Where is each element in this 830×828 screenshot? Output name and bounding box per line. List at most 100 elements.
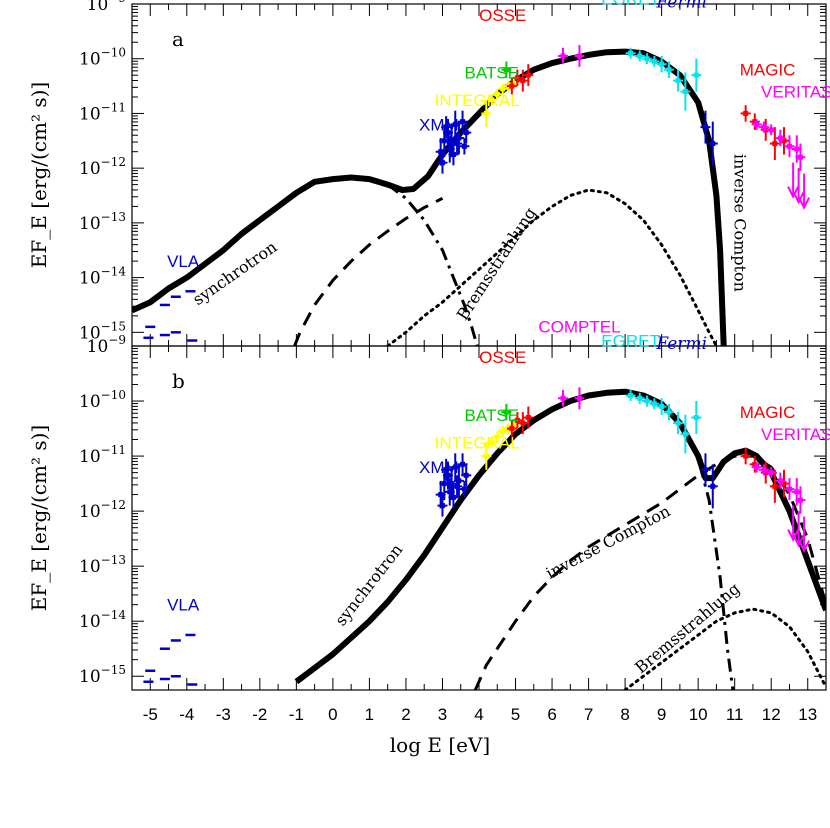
- component-label: inverse Compton: [731, 154, 750, 292]
- x-tick-label: 6: [547, 705, 556, 724]
- instrument-label-comptel: COMPTEL: [538, 318, 620, 337]
- y-tick-label: 10−11: [79, 100, 126, 124]
- instrument-label-vla: VLA: [167, 252, 200, 271]
- upper-limit-arrow: [792, 534, 805, 548]
- instrument-label-batse: BATSE: [465, 406, 519, 425]
- data-point: [509, 426, 515, 432]
- data-point: [452, 464, 458, 470]
- data-point: [483, 110, 489, 116]
- data-point: [525, 72, 531, 78]
- data-point: [777, 135, 783, 141]
- y-tick-label: 10−15: [79, 663, 126, 687]
- data-point: [560, 395, 566, 401]
- x-tick-label: -3: [216, 705, 231, 724]
- x-tick-label: 4: [474, 705, 483, 724]
- data-point: [511, 80, 517, 86]
- data-point: [710, 141, 716, 147]
- data-point: [503, 67, 509, 73]
- x-tick-label: 3: [438, 705, 447, 724]
- data-point: [666, 409, 672, 415]
- component-label: synchrotron: [189, 237, 280, 309]
- data-point: [628, 393, 634, 399]
- data-point: [509, 83, 515, 89]
- data-point: [463, 472, 469, 478]
- data-point: [576, 395, 582, 401]
- x-tick-label: 7: [584, 705, 593, 724]
- model-curve-dotted: [386, 188, 718, 346]
- data-point: [710, 483, 716, 489]
- instrument-label-fermi: Fermi: [655, 334, 707, 354]
- x-tick-label: 10: [689, 705, 708, 724]
- y-tick-label: 10−14: [79, 608, 126, 632]
- instrument-label-fermi: Fermi: [655, 0, 707, 12]
- data-point: [460, 119, 466, 125]
- data-point: [520, 420, 526, 426]
- data-point: [781, 138, 787, 144]
- x-tick-label: 9: [657, 705, 666, 724]
- data-point: [651, 401, 657, 407]
- instrument-label-egret: EGRET: [601, 331, 660, 350]
- data-point: [514, 75, 520, 81]
- y-tick-label: 10−9: [87, 0, 126, 15]
- data-point: [675, 78, 681, 84]
- instrument-label-magic: MAGIC: [740, 61, 796, 80]
- data-point: [520, 78, 526, 84]
- data-point: [438, 492, 444, 498]
- data-point: [439, 503, 445, 509]
- upper-limit-arrow: [787, 186, 800, 199]
- data-point: [752, 119, 758, 125]
- data-point: [797, 154, 803, 160]
- data-point: [781, 481, 787, 487]
- data-point: [659, 61, 665, 67]
- model-curve-dash-dot: [624, 390, 735, 690]
- component-label: Bremsstrahlung: [453, 204, 540, 324]
- data-point: [503, 409, 509, 415]
- x-tick-label: -1: [289, 705, 304, 724]
- panel-label: a: [172, 27, 184, 51]
- model-curve-dashed: [293, 196, 444, 346]
- x-tick-label: 5: [511, 705, 520, 724]
- data-point: [637, 395, 643, 401]
- x-tick-label: 8: [620, 705, 629, 724]
- data-point: [456, 478, 462, 484]
- data-point: [450, 151, 456, 157]
- model-curve-dotted: [623, 607, 826, 690]
- data-point: [752, 461, 758, 467]
- instrument-label-osse: OSSE: [479, 6, 526, 25]
- y-tick-label: 10−12: [79, 155, 126, 179]
- upper-limit-arrow: [798, 197, 810, 210]
- data-point: [644, 56, 650, 62]
- data-point: [514, 417, 520, 423]
- data-point: [659, 404, 665, 410]
- panel-label: b: [172, 369, 185, 393]
- y-tick-label: 10−13: [79, 553, 126, 577]
- x-tick-label: 2: [401, 705, 410, 724]
- x-tick-label: 13: [798, 705, 817, 724]
- data-point: [454, 483, 460, 489]
- data-point: [761, 467, 767, 473]
- data-point: [494, 91, 500, 97]
- x-tick-label: -5: [143, 705, 158, 724]
- data-point: [560, 53, 566, 59]
- data-point: [461, 486, 467, 492]
- upper-limit-arrow: [798, 540, 810, 553]
- data-point: [693, 415, 699, 421]
- data-point: [702, 124, 708, 130]
- component-label: synchrotron: [331, 540, 406, 629]
- y-tick-label: 10−11: [79, 443, 126, 467]
- data-point: [786, 143, 792, 149]
- data-point: [443, 467, 449, 473]
- data-point: [454, 141, 460, 147]
- y-tick-label: 10−9: [87, 333, 126, 357]
- instrument-label-veritas: VERITAS: [761, 83, 830, 102]
- model-curve-dash-dot: [386, 183, 479, 346]
- data-point: [438, 149, 444, 155]
- data-point: [443, 124, 449, 130]
- plot-area: [132, 45, 810, 346]
- data-point: [439, 160, 445, 166]
- data-point: [682, 431, 688, 437]
- data-point: [447, 489, 453, 495]
- data-point: [456, 135, 462, 141]
- data-point: [460, 461, 466, 467]
